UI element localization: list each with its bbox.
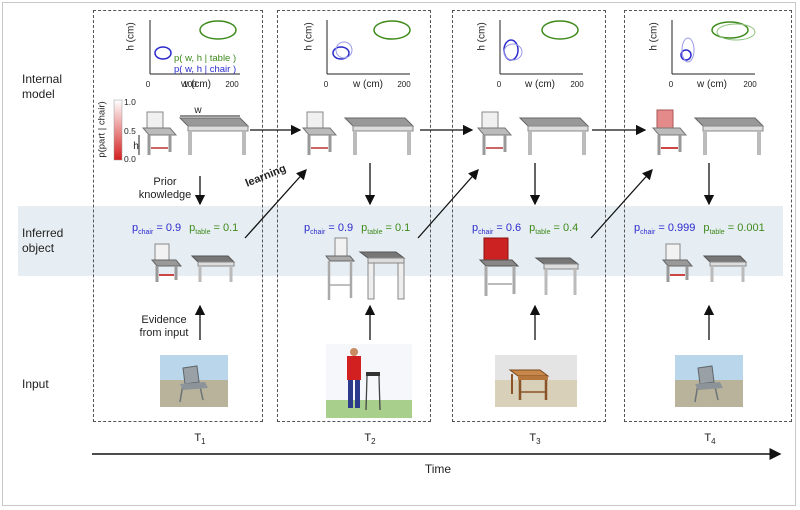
learning-arrow-t1 [244,169,307,239]
inferred-table-t4 [702,255,748,282]
plot-y-axis-label-t1: h (cm) [125,22,137,51]
chair-model-t1 [141,111,178,155]
inferred-chair-t3 [478,237,520,296]
plot-y-axis-label-t2: h (cm) [303,22,315,51]
p-chair-t3: pchair = 0.6 [472,222,522,237]
chair-model-t3 [476,111,513,155]
input-image-t1 [160,355,228,407]
table-ellipse-t1 [199,20,237,40]
tick-x0-t1: 0 [145,80,151,89]
plot-t4 [671,20,756,75]
column-box-t4 [624,10,792,422]
input-image-t4 [675,355,743,407]
legend-chair: p( w, h | chair ) [174,64,237,75]
table-model-t2 [343,117,415,155]
legend-table: p( w, h | table ) [174,53,237,64]
inferred-chair-t4 [661,243,694,282]
tick-x200-t3: 200 [570,80,584,89]
evidence-label: Evidence from input [139,314,189,339]
plot-x-axis-label-t3: w (cm) [525,79,555,90]
colorbar [113,99,123,161]
chair-model-t4 [651,109,688,155]
tick-x200-t2: 200 [397,80,411,89]
p-table-t3: ptable = 0.4 [529,222,579,237]
probabilities-t4: pchair = 0.999 ptable = 0.001 [634,222,765,236]
tick-x0-t4: 0 [668,80,674,89]
inferred-table-t1 [190,255,236,282]
chair-model-t2 [301,111,338,155]
time-axis-label: Time [424,462,452,476]
inferred-stool-t2 [324,237,356,300]
colorbar-tick-1: 1.0 [124,97,136,107]
column-box-t2 [277,10,431,422]
row-label-internal-model: Internal model [22,72,63,101]
input-image-t3 [495,355,577,407]
p-table-t4: ptable = 0.001 [703,222,765,237]
plot-x-axis-label-t2: w (cm) [353,79,383,90]
column-box-t1 [93,10,263,422]
row-label-input: Input [22,377,49,391]
column-box-t3 [452,10,606,422]
tick-x100-t1: 100 [183,80,197,89]
plot-y-axis-label-t4: h (cm) [648,22,660,51]
time-step-t3: T3 [529,432,541,447]
table-model-t1 [178,117,250,155]
width-label: w [194,105,202,116]
learning-arrow-t3 [590,169,653,239]
inferred-table-t3 [534,257,580,295]
inferred-chair-t1 [150,243,183,282]
probabilities-t3: pchair = 0.6 ptable = 0.4 [472,222,578,236]
inferred-table-t2 [358,251,406,300]
plot-x-axis-label-t4: w (cm) [697,79,727,90]
plot-y-axis-label-t3: h (cm) [476,22,488,51]
p-table-t2: ptable = 0.1 [361,222,411,237]
p-table-t1: ptable = 0.1 [189,222,239,237]
plot-x-axis-label-t1: w (cm) [181,79,211,90]
colorbar-tick-05: 0.5 [124,126,136,136]
table-model-t4 [693,117,765,155]
plot-t2 [326,20,411,75]
tick-x200-t1: 200 [225,80,239,89]
height-label: h [133,141,139,152]
table-model-t3 [518,117,590,155]
time-step-t2: T2 [364,432,376,447]
probabilities-t1: pchair = 0.9 ptable = 0.1 [132,222,238,236]
p-chair-t2: pchair = 0.9 [304,222,354,237]
input-image-t2 [326,344,412,418]
tick-x0-t2: 0 [323,80,329,89]
plot-t3 [499,20,583,75]
tick-x200-t4: 200 [743,80,757,89]
time-step-t1: T1 [194,432,206,447]
time-step-t4: T4 [704,432,716,447]
chair-ellipse-t1 [154,46,172,60]
probabilities-t2: pchair = 0.9 ptable = 0.1 [304,222,410,236]
learning-arrow-t2 [417,169,479,239]
colorbar-label: p(part | chair) [96,101,108,158]
p-chair-t1: pchair = 0.9 [132,222,182,237]
p-chair-t4: pchair = 0.999 [634,222,696,237]
plot-t1 [149,20,240,75]
tick-x0-t3: 0 [496,80,502,89]
colorbar-tick-0: 0.0 [124,154,136,164]
row-label-inferred-object: Inferred object [22,226,64,255]
prior-knowledge-label: Prior knowledge [138,176,192,201]
